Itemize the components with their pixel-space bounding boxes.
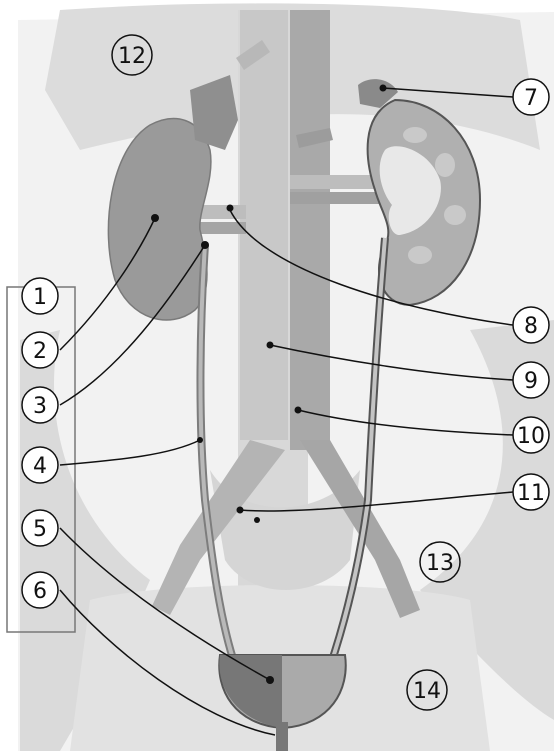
vena-cava (240, 10, 288, 440)
svg-text:13: 13 (426, 551, 454, 576)
renal-pyramid (435, 153, 455, 177)
svg-text:4: 4 (33, 454, 47, 479)
callout-9: 9 (513, 362, 549, 398)
callout-3: 3 (22, 387, 58, 423)
callout-6: 6 (22, 572, 58, 608)
svg-text:2: 2 (33, 339, 47, 364)
callout-7: 7 (513, 79, 549, 115)
callout-8: 8 (513, 307, 549, 343)
svg-text:1: 1 (33, 285, 47, 310)
svg-text:5: 5 (33, 517, 47, 542)
svg-text:10: 10 (517, 424, 545, 449)
renal-pyramid (403, 127, 427, 143)
svg-text:8: 8 (524, 314, 538, 339)
svg-text:14: 14 (413, 679, 441, 704)
renal-vessel-left (198, 205, 246, 219)
callout-2: 2 (22, 332, 58, 368)
callout-1: 1 (22, 278, 58, 314)
aorta (290, 10, 330, 450)
callout-11: 11 (513, 474, 549, 510)
svg-text:6: 6 (33, 579, 47, 604)
svg-text:3: 3 (33, 394, 47, 419)
callout-4: 4 (22, 447, 58, 483)
callout-10: 10 (513, 417, 549, 453)
renal-vessel-right (290, 175, 380, 189)
renal-pyramid (444, 205, 466, 225)
renal-pyramid (408, 246, 432, 264)
svg-text:9: 9 (524, 369, 538, 394)
svg-text:11: 11 (517, 481, 545, 506)
svg-text:7: 7 (524, 86, 538, 111)
svg-text:12: 12 (118, 44, 146, 69)
renal-vessel-right-2 (290, 192, 380, 204)
callout-5: 5 (22, 510, 58, 546)
urethra (276, 722, 288, 751)
